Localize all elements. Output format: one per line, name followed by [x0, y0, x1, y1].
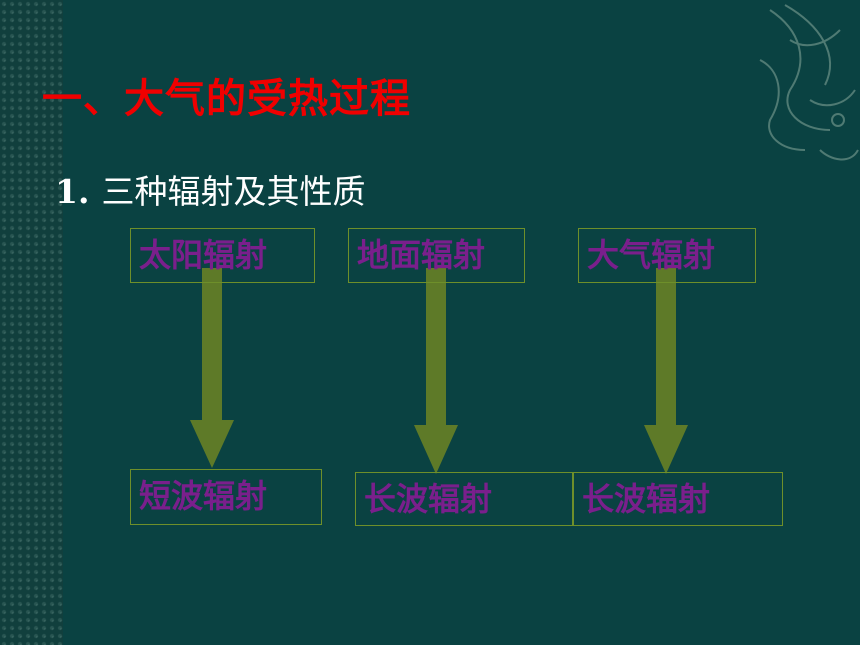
longwave-radiation-box-atmosphere: 长波辐射 — [573, 472, 783, 526]
ground-radiation-box: 地面辐射 — [348, 228, 525, 283]
section-title: 三种辐射及其性质 — [101, 172, 366, 211]
shortwave-radiation-box: 短波辐射 — [130, 469, 322, 525]
atmospheric-radiation-box: 大气辐射 — [578, 228, 756, 283]
section-number: 1. — [55, 172, 90, 211]
atmosphere-arrow — [644, 268, 688, 474]
solar-radiation-box: 太阳辐射 — [130, 228, 315, 283]
decorative-ornament-icon — [759, 4, 859, 161]
ground-arrow — [414, 268, 458, 474]
slide-title: 一、大气的受热过程 — [42, 76, 411, 122]
section-heading: 1. 三种辐射及其性质 — [55, 165, 365, 213]
solar-arrow — [190, 268, 234, 468]
decorative-pattern-strip — [0, 0, 63, 645]
longwave-radiation-box-ground: 长波辐射 — [355, 472, 573, 526]
